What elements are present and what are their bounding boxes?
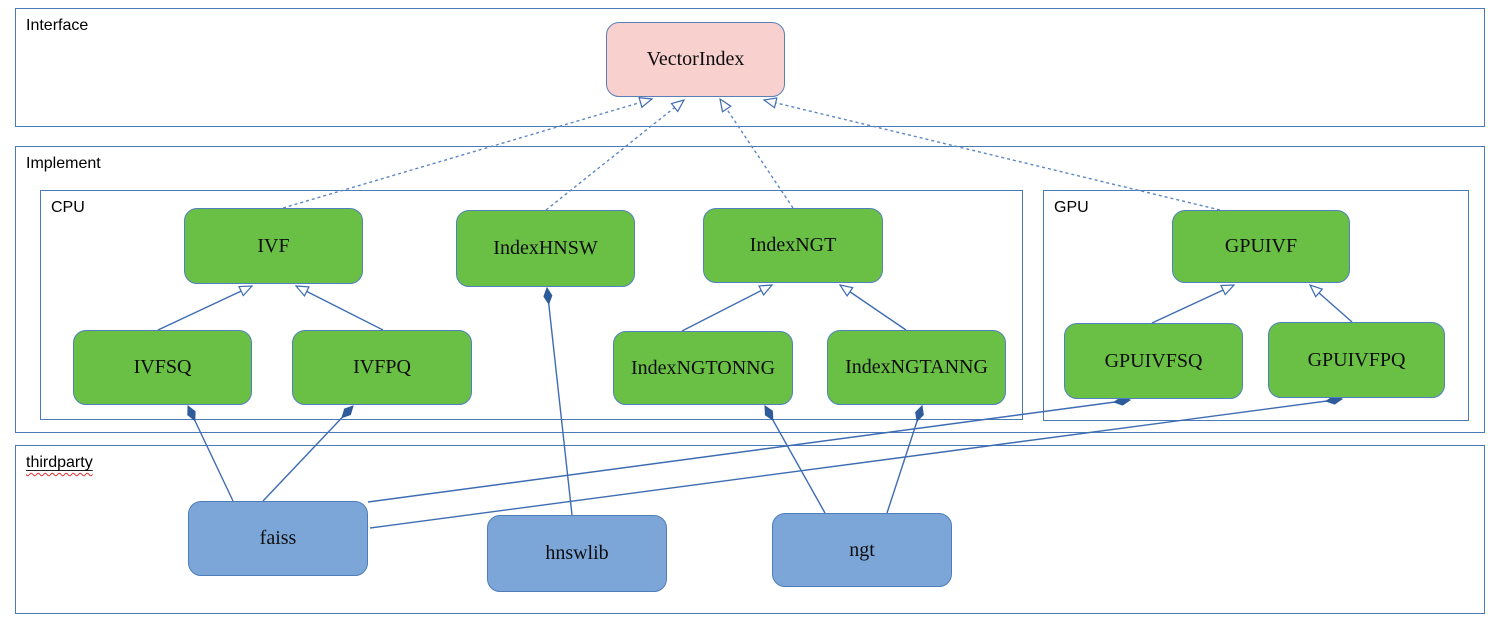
section-gpu-label: GPU bbox=[1054, 199, 1089, 216]
node-gpuivfpq: GPUIVFPQ bbox=[1268, 322, 1445, 398]
node-label: GPUIVF bbox=[1224, 235, 1298, 257]
edge-generalization-IndexNGTONNG-IndexNGT bbox=[681, 285, 772, 332]
node-indexngtanng: IndexNGTANNG bbox=[827, 330, 1006, 405]
node-label: ngt bbox=[849, 538, 875, 561]
section-gpu: GPU bbox=[1043, 190, 1469, 421]
node-gpuivfsq: GPUIVFSQ bbox=[1064, 323, 1243, 399]
node-label: IndexNGT bbox=[749, 234, 837, 256]
edge-composition-faiss-IVFSQ bbox=[188, 406, 234, 502]
edge-realization-IndexHNSW-VectorIndex bbox=[545, 100, 684, 211]
section-interface: Interface bbox=[15, 8, 1485, 127]
node-ivfpq: IVFPQ bbox=[292, 330, 472, 405]
edge-composition-faiss-IVFPQ bbox=[262, 406, 353, 502]
section-cpu-label: CPU bbox=[51, 199, 85, 216]
edge-composition-hnswlib-IndexHNSW bbox=[547, 288, 573, 516]
edge-composition-faiss-GPUIVFPQ bbox=[369, 399, 1342, 529]
node-indexngt: IndexNGT bbox=[703, 208, 883, 283]
node-ivfsq: IVFSQ bbox=[73, 330, 252, 405]
node-label: IndexNGTANNG bbox=[845, 356, 988, 378]
section-thirdparty: thirdparty thirdparty bbox=[15, 445, 1485, 614]
section-implement-label: Implement bbox=[26, 155, 101, 172]
edge-realization-IVF-VectorIndex bbox=[282, 99, 652, 209]
section-thirdparty-label: thirdparty bbox=[26, 454, 93, 471]
node-indexngtonng: IndexNGTONNG bbox=[613, 331, 793, 405]
node-label: IndexNGTONNG bbox=[630, 356, 776, 379]
node-label: GPUIVFPQ bbox=[1307, 348, 1406, 371]
edge-realization-GPUIVF-VectorIndex bbox=[764, 100, 1221, 211]
section-interface-label: Interface bbox=[26, 17, 89, 34]
node-label: VectorIndex bbox=[646, 48, 745, 70]
node-label: IVFSQ bbox=[133, 356, 192, 378]
node-ngt: ngt bbox=[772, 513, 952, 587]
edge-realization-IndexNGT-VectorIndex bbox=[720, 99, 794, 209]
edge-generalization-GPUIVFPQ-GPUIVF bbox=[1310, 285, 1353, 323]
section-cpu: CPU bbox=[40, 190, 1023, 420]
node-label: IVFPQ bbox=[353, 356, 411, 378]
node-label: faiss bbox=[259, 527, 297, 549]
edge-composition-ngt-IndexNGTANNG bbox=[886, 406, 922, 514]
node-ivf: IVF bbox=[184, 208, 363, 284]
section-implement: Implement bbox=[15, 146, 1485, 433]
edge-generalization-IndexNGTANNG-IndexNGT bbox=[840, 285, 907, 331]
edge-composition-ngt-IndexNGTONNG bbox=[764, 406, 826, 514]
edge-generalization-IVFPQ-IVF bbox=[296, 286, 384, 331]
node-label: IndexHNSW bbox=[493, 237, 598, 259]
node-label: GPUIVFSQ bbox=[1104, 349, 1203, 372]
edge-generalization-GPUIVFSQ-GPUIVF bbox=[1151, 285, 1234, 324]
node-indexhnsw: IndexHNSW bbox=[456, 210, 635, 287]
node-vectorindex: VectorIndex bbox=[606, 22, 785, 97]
edge-composition-faiss-GPUIVFSQ bbox=[367, 400, 1130, 503]
edge-generalization-IVFSQ-IVF bbox=[157, 286, 252, 331]
node-hnswlib: hnswlib bbox=[487, 515, 667, 592]
node-label: hnswlib bbox=[545, 542, 609, 564]
node-gpuivf: GPUIVF bbox=[1172, 210, 1350, 283]
node-faiss: faiss bbox=[188, 501, 368, 576]
node-label: IVF bbox=[257, 234, 290, 257]
